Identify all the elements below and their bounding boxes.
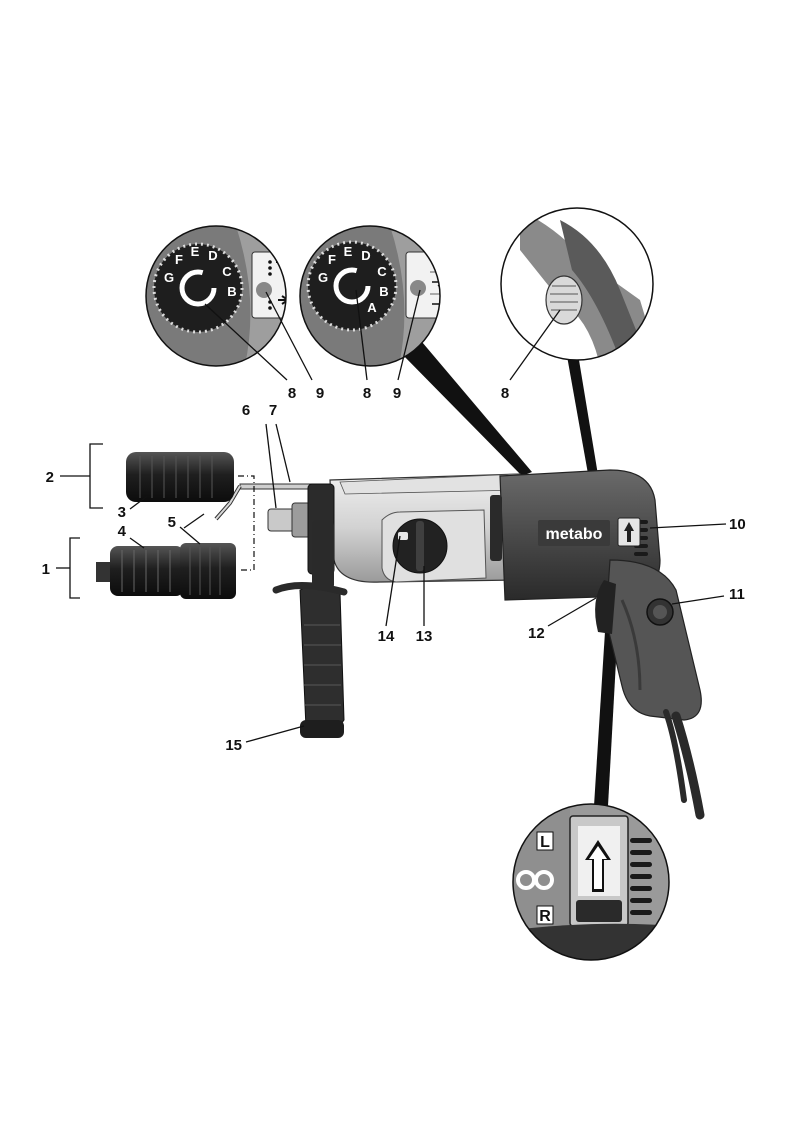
dial-letter: E bbox=[191, 244, 200, 259]
brand-logo: metabo bbox=[546, 526, 603, 543]
dial-letter: G bbox=[318, 270, 328, 285]
keyed-chuck-bottom bbox=[96, 543, 236, 599]
dial-letter: F bbox=[328, 252, 336, 267]
callout-4: 4 bbox=[118, 523, 127, 540]
callout-7: 7 bbox=[269, 402, 277, 419]
dial-letter: B bbox=[379, 284, 388, 299]
callout-9-a: 9 bbox=[316, 385, 324, 402]
callout-12: 12 bbox=[528, 625, 545, 642]
callout-15: 15 bbox=[225, 737, 242, 754]
dial-letter: A bbox=[367, 300, 377, 315]
callout-3: 3 bbox=[118, 504, 126, 521]
dial-letter: C bbox=[377, 264, 387, 279]
callout-8-c: 8 bbox=[501, 385, 509, 402]
callout-9-b: 9 bbox=[393, 385, 401, 402]
dial-letter: D bbox=[208, 248, 217, 263]
zoom-circle-switch: L R bbox=[512, 804, 672, 964]
dial-letter: B bbox=[227, 284, 236, 299]
callout-8-a: 8 bbox=[288, 385, 296, 402]
dial-letter: C bbox=[222, 264, 232, 279]
zoom-circle-dial-a: B C D E F G bbox=[140, 220, 306, 370]
callout-10: 10 bbox=[729, 516, 746, 533]
switch-label-left: L bbox=[540, 834, 550, 851]
callout-13: 13 bbox=[416, 628, 433, 645]
callout-11: 11 bbox=[729, 586, 745, 603]
dial-letter: G bbox=[164, 270, 174, 285]
callout-2: 2 bbox=[46, 469, 54, 486]
switch-label-right: R bbox=[539, 908, 551, 925]
callout-14: 14 bbox=[378, 628, 395, 645]
dial-letter: F bbox=[175, 252, 183, 267]
callout-8-b: 8 bbox=[363, 385, 371, 402]
drill-body: metabo bbox=[216, 470, 701, 815]
dial-letter: E bbox=[344, 244, 353, 259]
callout-5: 5 bbox=[168, 514, 176, 531]
zoom-circle-dial-b: A B C D E F G bbox=[294, 220, 460, 370]
keyless-chuck-top bbox=[126, 452, 234, 502]
dial-letter: D bbox=[361, 248, 370, 263]
zoom-circle-knob bbox=[500, 206, 660, 366]
callout-1: 1 bbox=[42, 561, 50, 578]
zoom-wedge-dial bbox=[400, 342, 532, 476]
callout-6: 6 bbox=[242, 402, 250, 419]
